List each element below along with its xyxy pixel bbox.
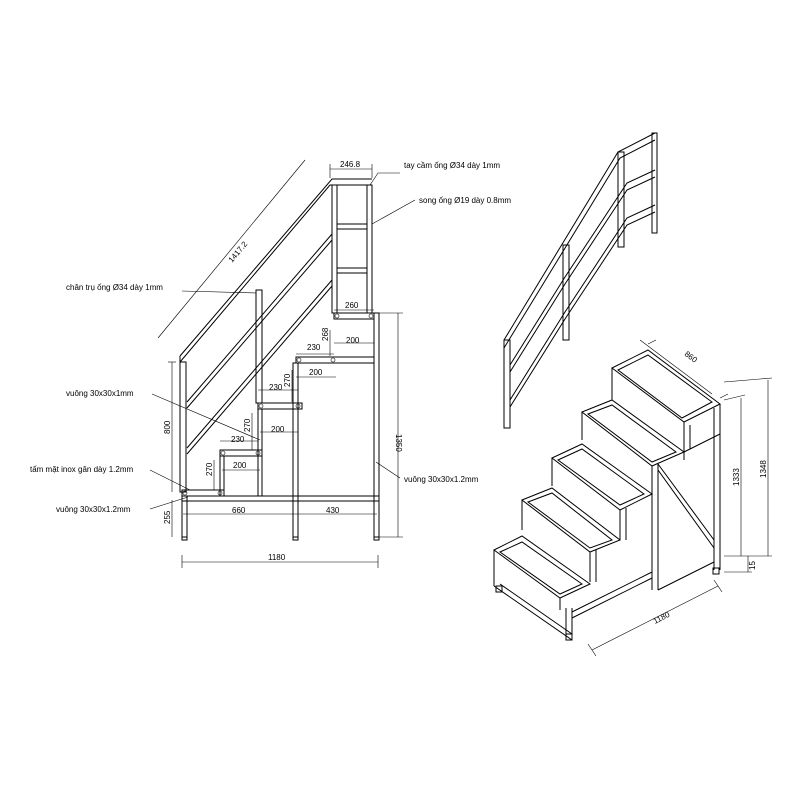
dim-step-rise-top: 268 bbox=[321, 327, 330, 341]
dim-base-right: 430 bbox=[326, 506, 340, 515]
dim-total-length: 1180 bbox=[268, 553, 286, 562]
iso-dim-height-inner: 1333 bbox=[732, 468, 741, 486]
iso-dim-foot: 15 bbox=[748, 561, 757, 570]
dim-diagonal: 1417.2 bbox=[227, 239, 250, 264]
iso-dim-height-total: 1348 bbox=[759, 460, 768, 478]
iso-dim-width: 860 bbox=[683, 349, 700, 365]
dim-top-step: 260 bbox=[345, 301, 359, 310]
note-tread-plate: tấm mặt inox gân dày 1.2mm bbox=[30, 465, 133, 474]
dim-step-depth-4: 200 bbox=[233, 461, 247, 470]
iso-top-platform bbox=[611, 349, 721, 575]
frame-verticals bbox=[181, 312, 380, 541]
dim-step-depth-1: 200 bbox=[346, 336, 360, 345]
iso-steps bbox=[493, 399, 715, 641]
note-rail-bars: song ống Ø19 dày 0.8mm bbox=[419, 196, 511, 205]
dim-step-depth-3: 200 bbox=[271, 425, 285, 434]
dim-step-tread-3: 230 bbox=[231, 435, 245, 444]
dim-step-tread-1: 230 bbox=[307, 343, 321, 352]
dim-step-rise-1: 270 bbox=[283, 373, 292, 387]
iso-view: 860 1333 1348 15 1180 bbox=[493, 132, 773, 657]
dim-total-height: 1350 bbox=[394, 434, 403, 452]
note-square-12-right: vuông 30x30x1.2mm bbox=[404, 475, 479, 484]
note-square-12-left: vuông 30x30x1.2mm bbox=[56, 505, 131, 514]
iso-handrail bbox=[503, 132, 658, 429]
side-leader-lines bbox=[149, 172, 416, 510]
top-rail-bars bbox=[336, 223, 368, 274]
dim-step-depth-2: 200 bbox=[309, 368, 323, 377]
note-square-1mm: vuông 30x30x1mm bbox=[66, 389, 134, 398]
dim-base-length: 660 bbox=[232, 506, 246, 515]
mid-rails bbox=[186, 233, 333, 455]
iso-dimension-lines bbox=[587, 339, 773, 657]
dim-step-rise-3: 270 bbox=[205, 462, 214, 476]
dim-base-offset: 255 bbox=[163, 510, 172, 524]
note-handrail: tay cầm ống Ø34 dày 1mm bbox=[404, 161, 500, 170]
dim-step-rise-2: 270 bbox=[243, 418, 252, 432]
posts bbox=[179, 184, 373, 493]
dim-top-width: 246.8 bbox=[340, 160, 361, 169]
handrail bbox=[179, 178, 372, 363]
iso-dim-length: 1180 bbox=[652, 610, 672, 626]
dim-step-tread-2: 230 bbox=[269, 383, 283, 392]
side-dimension-lines bbox=[157, 159, 403, 568]
dim-rail-height: 800 bbox=[163, 420, 172, 434]
note-post: chân trụ ống Ø34 dày 1mm bbox=[66, 283, 163, 292]
base-frame bbox=[181, 495, 380, 502]
side-view: 246.8 1417.2 260 200 200 200 200 230 230… bbox=[30, 159, 511, 568]
